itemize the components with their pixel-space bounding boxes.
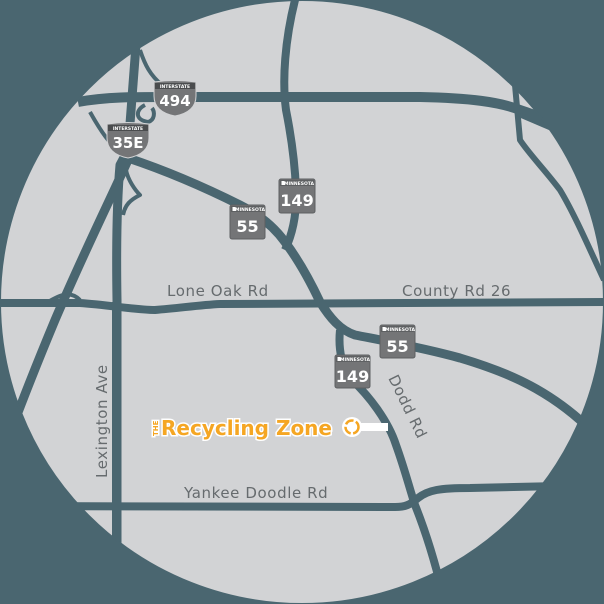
label-county-rd-26: County Rd 26 <box>402 282 511 300</box>
recycle-icon <box>344 419 360 435</box>
shield-i35e: INTERSTATE 35E <box>106 122 150 159</box>
ramp-2 <box>135 103 156 124</box>
road-lone-oak-county26 <box>0 298 604 314</box>
shield-i494: INTERSTATE 494 <box>153 80 197 117</box>
road-mn149-north <box>280 0 301 252</box>
minnesota-state-icon <box>232 207 236 211</box>
svg-text:149: 149 <box>280 191 313 210</box>
svg-text:MINNESOTA: MINNESOTA <box>284 181 315 187</box>
svg-text:MINNESOTA: MINNESOTA <box>385 327 416 333</box>
shield-mn149-north: MINNESOTA 149 <box>278 178 316 214</box>
marker-connector-line <box>358 423 388 431</box>
logo-prefix-the: THE <box>152 420 160 436</box>
destination-marker[interactable]: THE Recycling Zone <box>151 415 388 442</box>
shield-mn55-east: MINNESOTA 55 <box>379 324 416 359</box>
svg-text:55: 55 <box>386 337 408 356</box>
road-mn55-east <box>316 299 604 444</box>
svg-text:149: 149 <box>336 367 369 386</box>
shield-mn55-north: MINNESOTA 55 <box>229 204 266 240</box>
minnesota-state-icon <box>382 327 386 331</box>
svg-text:35E: 35E <box>112 134 143 152</box>
svg-text:MINNESOTA: MINNESOTA <box>340 357 371 363</box>
svg-text:494: 494 <box>159 92 190 110</box>
destination-name[interactable]: Recycling Zone <box>160 415 334 442</box>
svg-text:55: 55 <box>236 217 258 236</box>
minnesota-state-icon <box>281 181 285 185</box>
svg-text:INTERSTATE: INTERSTATE <box>160 84 190 90</box>
road-yankee-doodle <box>0 481 604 511</box>
svg-text:MINNESOTA: MINNESOTA <box>235 207 266 213</box>
label-yankee-doodle-rd: Yankee Doodle Rd <box>183 484 328 502</box>
label-lone-oak-rd: Lone Oak Rd <box>167 282 269 300</box>
label-lexington-ave: Lexington Ave <box>93 364 111 478</box>
road-ne-spur <box>512 84 604 282</box>
shield-mn149-south: MINNESOTA 149 <box>334 354 371 389</box>
minnesota-state-icon <box>337 357 341 361</box>
svg-text:INTERSTATE: INTERSTATE <box>113 126 143 132</box>
ramp-5 <box>46 292 82 304</box>
ramp-4 <box>121 169 142 216</box>
road-i35e <box>112 44 141 604</box>
